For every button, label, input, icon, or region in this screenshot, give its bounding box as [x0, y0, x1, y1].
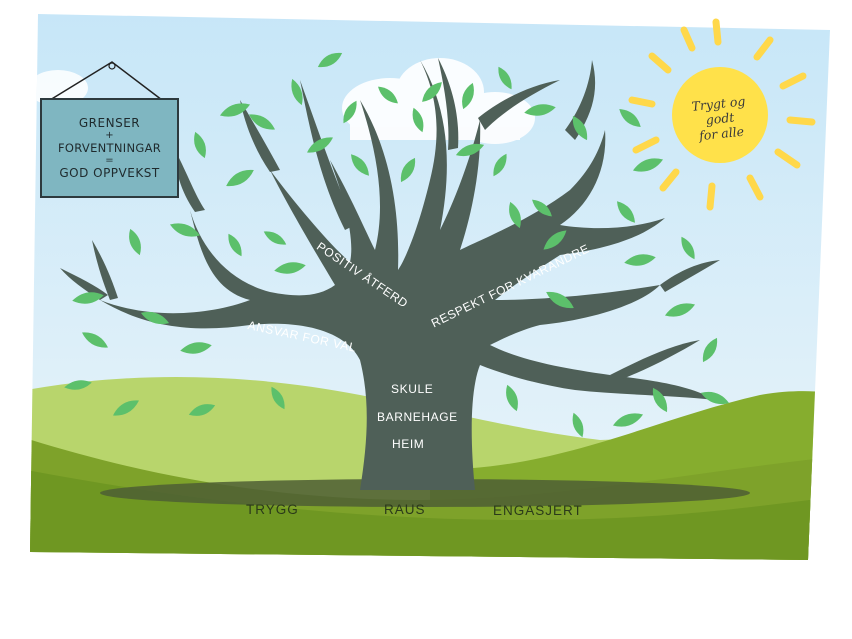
sign-line-1: GRENSER: [78, 115, 141, 130]
ground-label-raus: RAUS: [384, 502, 426, 517]
sign-line-2: FORVENTNINGAR: [57, 140, 162, 155]
leaves: [64, 52, 730, 438]
sign-hanger: [49, 61, 163, 101]
ground-label-trygg: TRYGG: [246, 502, 299, 517]
ground-label-engasjert: ENGASJERT: [493, 503, 583, 518]
sun-caption: Trygt og godt for alle: [678, 92, 762, 145]
sign-equals: =: [105, 154, 114, 166]
hanging-sign: GRENSER + FORVENTNINGAR = GOD OPPVEKST: [40, 98, 179, 198]
trunk-label-heim: HEIM: [392, 437, 425, 451]
tree-shadow: [100, 479, 750, 507]
sign-line-3: GOD OPPVEKST: [59, 165, 160, 180]
trunk-label-barnehage: BARNEHAGE: [377, 410, 458, 424]
cloud-small: [30, 70, 88, 106]
trunk-label-skule: SKULE: [391, 382, 434, 396]
tree: [60, 58, 720, 490]
sun-icon: [628, 18, 816, 211]
sign-plus: +: [105, 129, 114, 141]
